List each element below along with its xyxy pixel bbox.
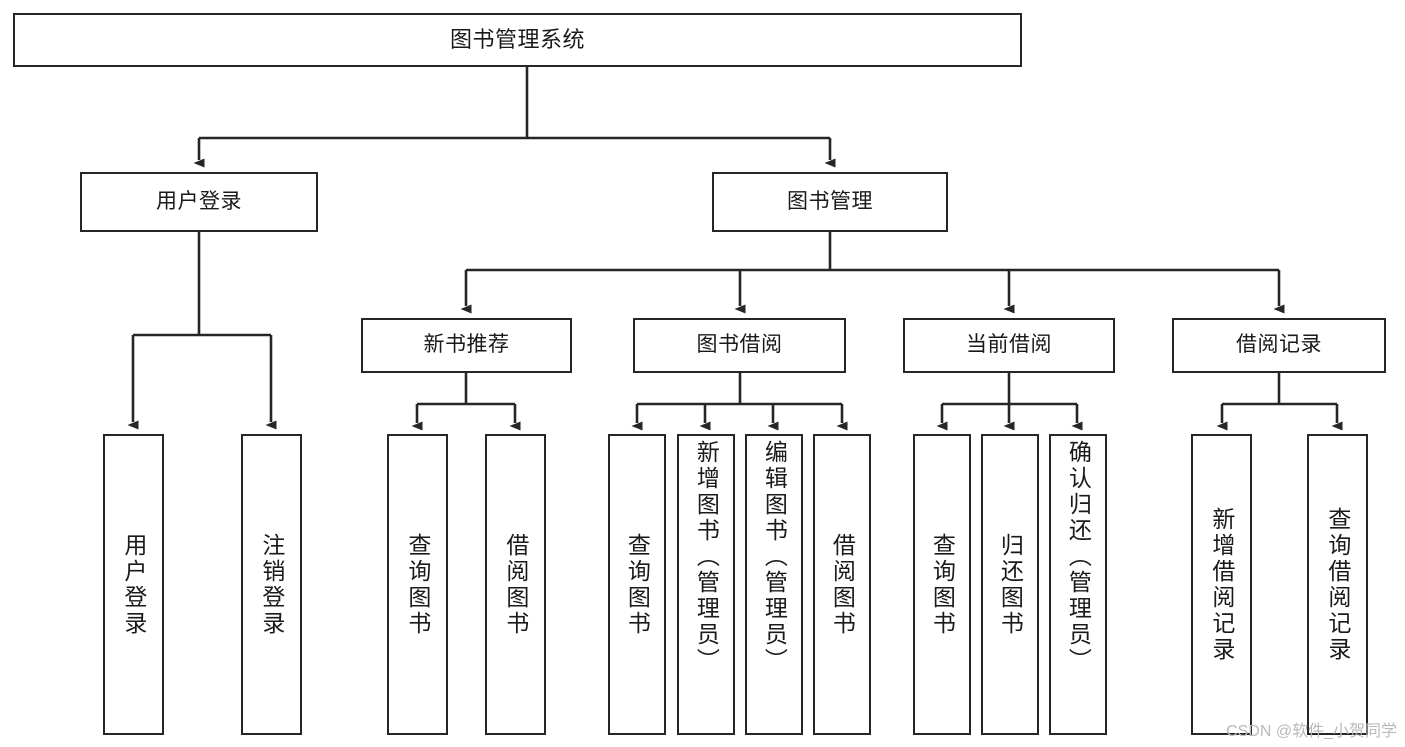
node-user-login[interactable]: 用户登录	[80, 172, 318, 232]
node-label: 查询图书	[404, 532, 431, 637]
node-current-borrowing[interactable]: 当前借阅	[903, 318, 1115, 373]
node-label: 注销登录	[258, 532, 285, 637]
node-label: 用户登录	[120, 532, 147, 637]
leaf-borrow-book-recommendation[interactable]: 借阅图书	[485, 434, 546, 735]
leaf-add-book[interactable]: 新增图书（管理员）	[677, 434, 735, 735]
node-label: 图书管理系统	[449, 26, 585, 52]
node-label: 确认归还（管理员）	[1065, 440, 1092, 674]
node-label: 归还图书	[997, 532, 1024, 637]
node-label: 借阅图书	[502, 532, 529, 637]
leaf-query-borrow-record[interactable]: 查询借阅记录	[1307, 434, 1368, 735]
leaf-confirm-return[interactable]: 确认归还（管理员）	[1049, 434, 1107, 735]
leaf-logout[interactable]: 注销登录	[241, 434, 302, 735]
node-label: 新增图书（管理员）	[693, 440, 720, 674]
node-label: 查询借阅记录	[1324, 506, 1351, 663]
node-label: 查询图书	[929, 532, 956, 637]
node-label: 借阅图书	[829, 532, 856, 637]
node-label: 借阅记录	[1236, 333, 1322, 357]
node-label: 图书管理	[787, 189, 873, 213]
leaf-return-book[interactable]: 归还图书	[981, 434, 1039, 735]
node-root-book-management-system[interactable]: 图书管理系统	[13, 13, 1022, 67]
leaf-query-book-borrowing[interactable]: 查询图书	[608, 434, 666, 735]
node-label: 新书推荐	[423, 333, 510, 357]
node-label: 编辑图书（管理员）	[761, 440, 788, 674]
node-label: 新增借阅记录	[1208, 506, 1235, 663]
leaf-query-book-recommendation[interactable]: 查询图书	[387, 434, 448, 735]
leaf-edit-book[interactable]: 编辑图书（管理员）	[745, 434, 803, 735]
leaf-add-borrow-record[interactable]: 新增借阅记录	[1191, 434, 1252, 735]
leaf-query-book-current[interactable]: 查询图书	[913, 434, 971, 735]
node-label: 查询图书	[624, 532, 651, 637]
node-label: 用户登录	[156, 189, 242, 213]
node-new-book-recommendation[interactable]: 新书推荐	[361, 318, 572, 373]
node-label: 图书借阅	[696, 333, 783, 357]
leaf-borrow-book-borrowing[interactable]: 借阅图书	[813, 434, 871, 735]
leaf-user-login[interactable]: 用户登录	[103, 434, 164, 735]
node-book-management[interactable]: 图书管理	[712, 172, 948, 232]
csdn-watermark: CSDN @软件_小贺同学	[1226, 723, 1397, 740]
node-book-borrowing[interactable]: 图书借阅	[633, 318, 846, 373]
node-borrow-records[interactable]: 借阅记录	[1172, 318, 1386, 373]
node-label: 当前借阅	[966, 333, 1052, 357]
